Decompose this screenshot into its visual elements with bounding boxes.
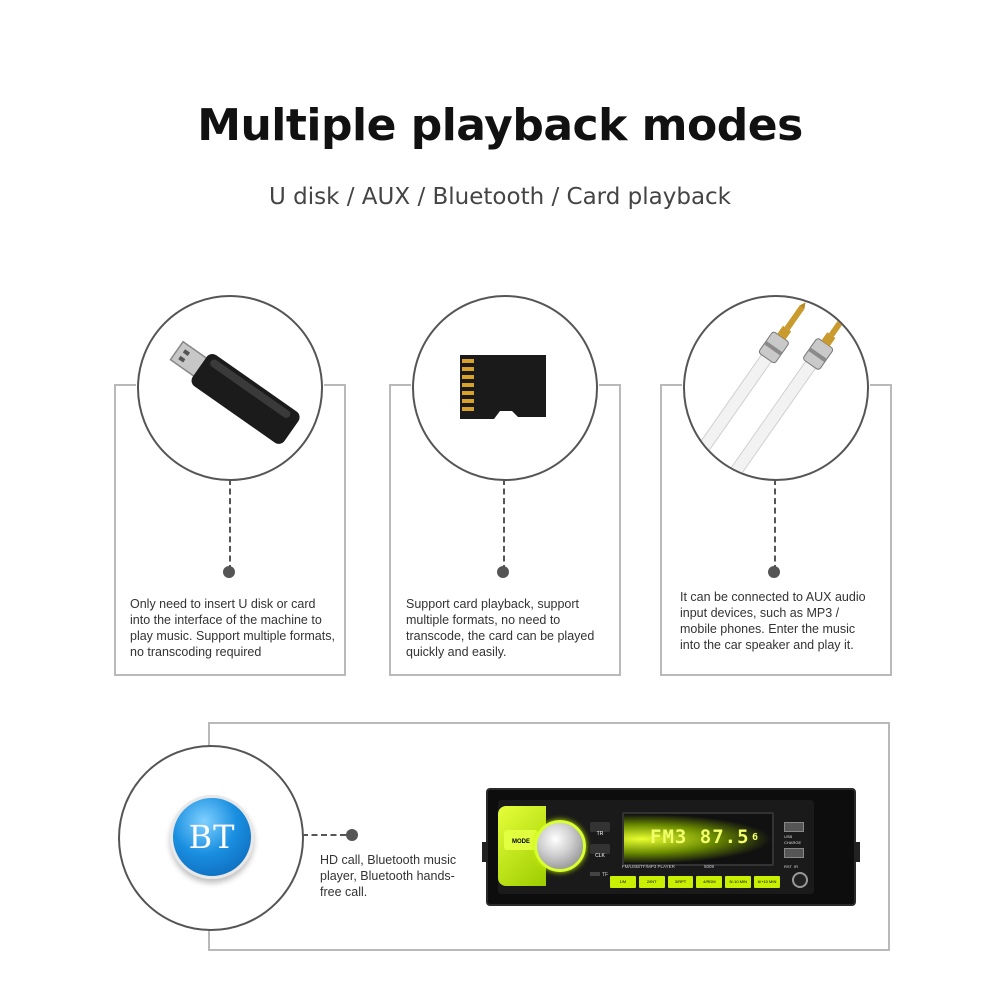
usb-circle (137, 295, 323, 481)
aux-connector-line (774, 479, 776, 571)
charge-port[interactable] (784, 848, 804, 858)
tr-label: TR (596, 831, 604, 837)
bt-connector-dot (346, 829, 358, 841)
bluetooth-icon: BT (170, 795, 254, 879)
bt-connector-line (302, 834, 346, 836)
usb-connector-dot (223, 566, 235, 578)
usb-description: Only need to insert U disk or card into … (130, 597, 335, 659)
ir-label: IR (794, 864, 798, 869)
tf-label: TF (602, 872, 609, 878)
aux-jack[interactable] (792, 872, 808, 888)
sd-card-icon (460, 355, 546, 419)
clk-label: CLK (595, 853, 605, 859)
bt-circle: BT (118, 745, 304, 931)
page-title: Multiple playback modes (197, 100, 803, 151)
player-label: FM/USB/TF/MP3 PLAYER (622, 864, 675, 869)
aux-connector-dot (768, 566, 780, 578)
mode-label: MODE (512, 839, 530, 845)
model-label: 5009 (704, 864, 715, 869)
usb-port-label: USB (784, 834, 793, 839)
usb-drive-icon (169, 340, 300, 444)
display-text: FM3 87.5 (650, 826, 750, 848)
display-small: 6 (752, 832, 759, 843)
sd-description: Support card playback, support multiple … (406, 597, 595, 659)
preset-buttons: 1/M 2/INT 3/RPT 4/RDM 5/-10 MIN 6/+10 MI… (610, 876, 780, 888)
preset-button-6[interactable]: 6/+10 MIN (754, 876, 780, 888)
clk-button[interactable]: CLK (590, 844, 610, 859)
usb-port-panel: USB CHARGE RST IR (782, 808, 812, 890)
radio-side-tab-right (854, 842, 860, 862)
usb-connector-line (229, 479, 231, 571)
sd-connector-line (503, 479, 505, 571)
usb-port[interactable] (784, 822, 804, 832)
radio-face: MODE TR CLK FM3 87.5 6 FM/USB/TF/MP3 PLA… (498, 800, 814, 894)
mode-button[interactable]: MODE (504, 830, 538, 850)
preset-button-4[interactable]: 4/RDM (696, 876, 723, 888)
radio-display: FM3 87.5 6 (622, 812, 774, 866)
rst-label: RST (784, 864, 792, 869)
aux-description: It can be connected to AUX audio input d… (680, 590, 866, 652)
sd-circle (412, 295, 598, 481)
preset-button-3[interactable]: 3/RPT (667, 876, 694, 888)
aux-cable-icon (694, 302, 849, 479)
charge-port-label: CHARGE (784, 840, 802, 845)
tr-button[interactable]: TR (590, 822, 610, 837)
preset-button-1[interactable]: 1/M (610, 876, 636, 888)
tf-slot[interactable] (590, 872, 600, 876)
bt-label: BT (188, 818, 236, 856)
page-subtitle: U disk / AUX / Bluetooth / Card playback (269, 184, 731, 210)
preset-button-5[interactable]: 5/-10 MIN (725, 876, 752, 888)
aux-circle (683, 295, 869, 481)
sd-connector-dot (497, 566, 509, 578)
volume-knob[interactable] (534, 820, 586, 872)
car-radio: MODE TR CLK FM3 87.5 6 FM/USB/TF/MP3 PLA… (482, 788, 860, 906)
preset-button-2[interactable]: 2/INT (638, 876, 665, 888)
radio-side-tab-left (482, 842, 488, 862)
bt-description: HD call, Bluetooth music player, Bluetoo… (320, 853, 457, 899)
